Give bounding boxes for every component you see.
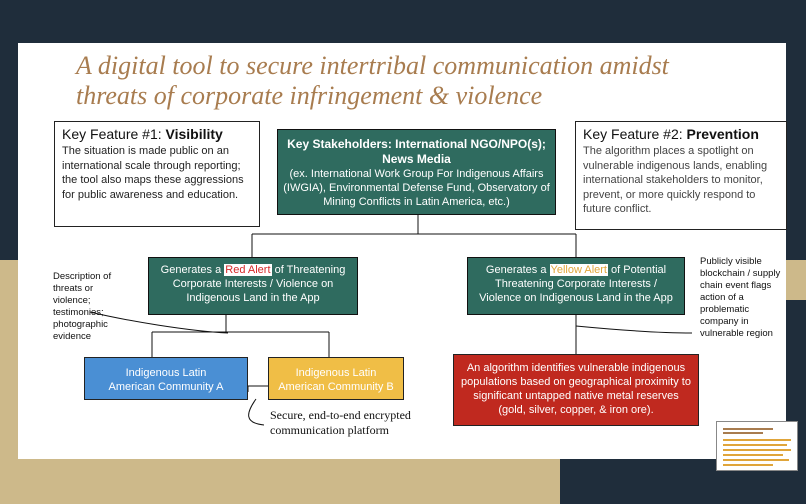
yellow-alert-post: of Potential Threatening Corporate Inter… — [479, 264, 673, 304]
yellow-alert-pre: Generates a — [485, 264, 550, 276]
feature-1-name: Visibility — [165, 126, 223, 142]
slide-thumbnail[interactable] — [716, 421, 798, 471]
stakeholders-box: Key Stakeholders: International NGO/NPO(… — [277, 129, 556, 215]
community-a-box: Indigenous Latin American Community A — [84, 357, 248, 400]
yellow-alert-highlight: Yellow Alert — [549, 264, 608, 276]
stakeholder-branch-line — [251, 215, 577, 258]
red-alert-post: of Threatening Corporate Interests / Vio… — [172, 264, 346, 304]
description-annotation: Description of threats or violence; test… — [53, 271, 112, 342]
encrypted-annotation: Secure, end-to-end encrypted communicati… — [270, 408, 411, 437]
blockchain-pointer — [575, 325, 693, 334]
community-link-line — [247, 385, 268, 392]
feature-1-text: The situation is made public on an inter… — [62, 145, 244, 201]
red-alert-branch-line — [151, 315, 330, 357]
encrypted-pointer — [248, 398, 265, 426]
feature-2-box: Key Feature #2: Prevention The algorithm… — [575, 121, 787, 230]
red-alert-highlight: Red Alert — [224, 264, 272, 276]
algorithm-box: An algorithm identifies vulnerable indig… — [453, 354, 699, 426]
feature-1-prefix: Key Feature #1: — [62, 126, 166, 142]
yellow-alert-box: Generates a Yellow Alert of Potential Th… — [467, 257, 685, 315]
algorithm-text: An algorithm identifies vulnerable indig… — [461, 362, 691, 416]
connector-lines — [89, 215, 693, 426]
feature-2-heading: Key Feature #2: Prevention — [583, 125, 779, 144]
feature-2-prefix: Key Feature #2: — [583, 126, 687, 142]
red-alert-pre: Generates a — [160, 264, 225, 276]
stakeholders-heading: Key Stakeholders: International NGO/NPO(… — [287, 137, 546, 166]
feature-2-name: Prevention — [686, 126, 759, 142]
blockchain-annotation: Publicly visible blockchain / supply cha… — [700, 256, 781, 339]
stakeholders-text: (ex. International Work Group For Indige… — [283, 168, 550, 208]
slide: A digital tool to secure intertribal com… — [18, 43, 787, 459]
red-alert-box: Generates a Red Alert of Threatening Cor… — [148, 257, 358, 315]
community-b-box: Indigenous Latin American Community B — [268, 357, 404, 400]
feature-1-box: Key Feature #1: Visibility The situation… — [54, 121, 260, 227]
feature-1-heading: Key Feature #1: Visibility — [62, 125, 252, 144]
community-b-label: Indigenous Latin American Community B — [278, 367, 394, 393]
feature-2-text: The algorithm places a spotlight on vuln… — [583, 145, 768, 215]
description-pointer — [89, 311, 229, 334]
community-a-label: Indigenous Latin American Community A — [108, 367, 224, 393]
slide-title: A digital tool to secure intertribal com… — [76, 51, 669, 110]
